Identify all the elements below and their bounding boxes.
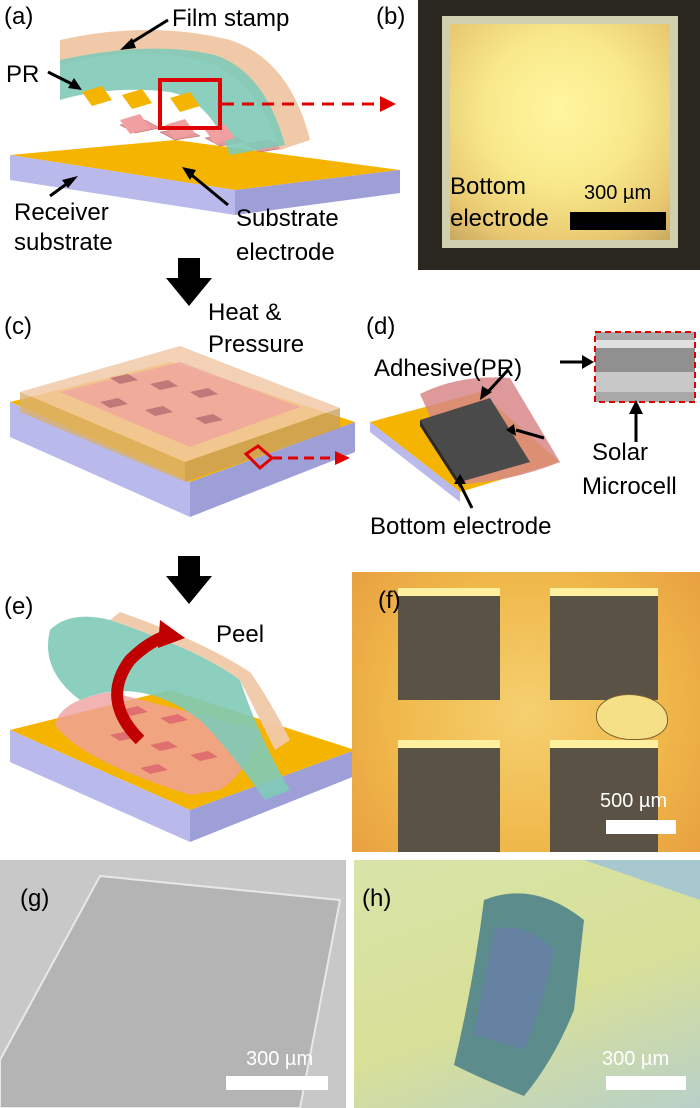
panel-d: (d) Adhesive(PR) Solar Microcell Bottom … — [360, 312, 700, 552]
adhesive-label: Adhesive(PR) — [374, 355, 523, 382]
substrate-electrode-label-1: Substrate — [236, 205, 339, 232]
panel-b-tag-outer: (b) — [376, 3, 406, 30]
panel-h-photo: (h) 300 µm — [354, 860, 700, 1108]
panel-c-tag: (c) — [4, 313, 32, 340]
panel-a-illustration — [10, 18, 400, 215]
bottom-electrode-label-2: electrode — [450, 205, 549, 232]
panel-g-tag: (g) — [20, 885, 50, 912]
panel-h-tag: (h) — [362, 885, 392, 912]
heat-label-2: Pressure — [208, 331, 305, 358]
panel-c-illustration — [10, 346, 355, 517]
microcell-2 — [550, 588, 658, 700]
scale-bar-b — [570, 212, 666, 230]
panel-g-image — [0, 874, 342, 1108]
panel-d-illustration — [370, 331, 696, 509]
electrode-inner — [450, 24, 670, 240]
debris-particle — [596, 694, 668, 740]
scale-b-label: 300 µm — [584, 182, 652, 204]
receiver-label-2: substrate — [14, 229, 113, 256]
scale-bar-g — [226, 1076, 328, 1090]
microcell-3 — [398, 740, 500, 852]
panel-d-tag: (d) — [366, 313, 396, 340]
panel-f-tag: (f) — [378, 587, 401, 614]
panel-a-tag: (a) — [4, 3, 34, 30]
panel-a: (a) Film stamp PR Receiver substrate Sub… — [0, 0, 410, 290]
panel-e: (e) Peel — [0, 590, 360, 860]
bottom-electrode-label-1: Bottom — [450, 173, 527, 200]
panel-h-image — [454, 860, 700, 1096]
panel-b-micrograph: (b) Bottom electrode 300 µm — [418, 0, 700, 270]
film-stamp-label: Film stamp — [172, 5, 290, 32]
scale-g-label: 300 µm — [246, 1048, 314, 1070]
scale-bar-h — [606, 1076, 686, 1090]
microcell-1 — [398, 588, 500, 700]
substrate-electrode-label-2: electrode — [236, 239, 335, 266]
scale-bar-f — [606, 820, 676, 834]
pr-label: PR — [6, 61, 40, 88]
bottom-electrode-label: Bottom electrode — [370, 513, 552, 540]
peel-label: Peel — [216, 621, 265, 648]
panel-c: (c) — [0, 312, 360, 552]
scale-f-label: 500 µm — [600, 790, 668, 812]
solar-label-2: Microcell — [582, 473, 677, 500]
panel-e-tag: (e) — [4, 593, 34, 620]
solar-label-1: Solar — [592, 439, 649, 466]
panel-e-illustration — [10, 612, 355, 842]
receiver-label-1: Receiver — [14, 199, 109, 226]
heat-label-1: Heat & — [208, 299, 282, 326]
scale-h-label: 300 µm — [602, 1048, 670, 1070]
panel-g-sem: (g) 300 µm — [0, 860, 346, 1108]
panel-f-micrograph: (f) 500 µm — [352, 572, 700, 852]
